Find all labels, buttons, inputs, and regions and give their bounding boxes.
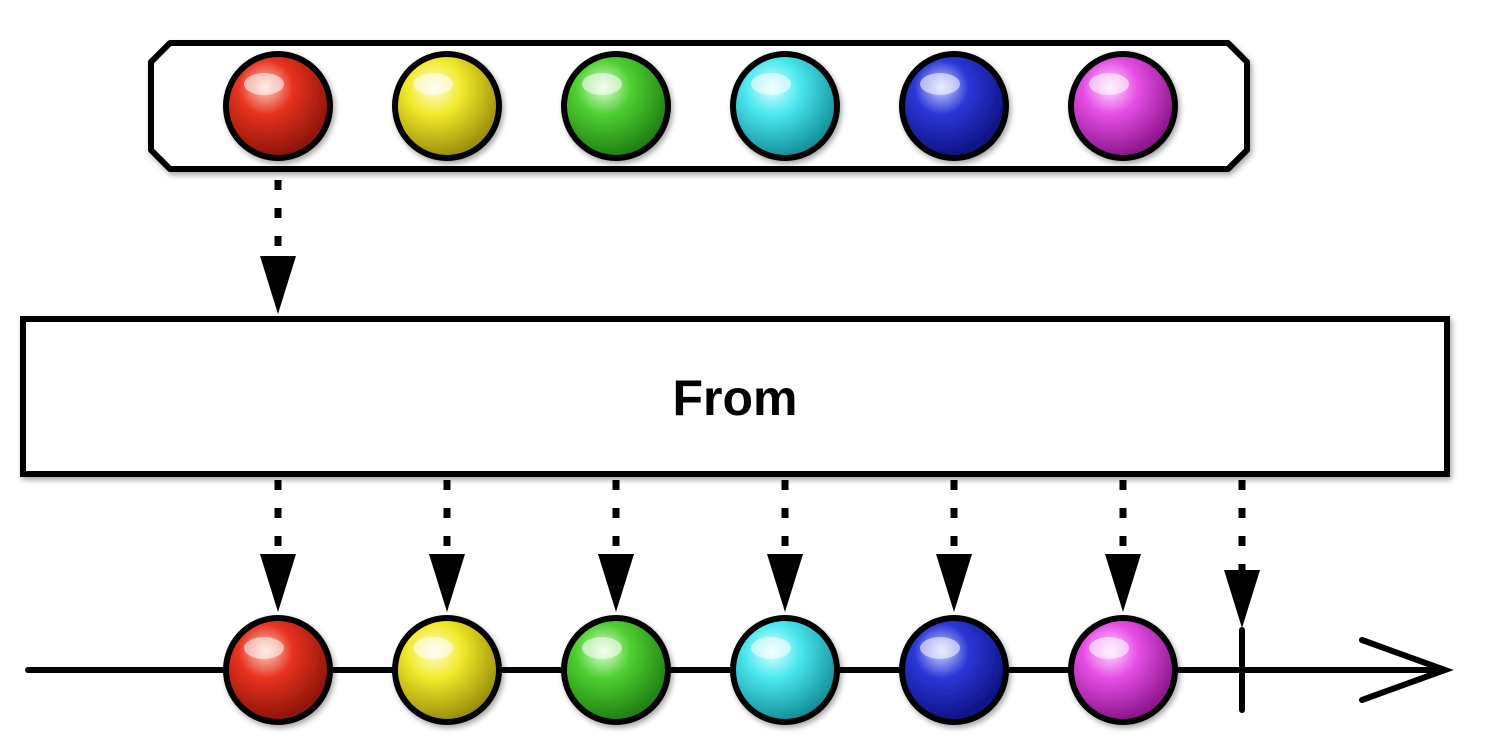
input-item-magenta-highlight (1089, 73, 1129, 95)
output-item-blue (899, 615, 1009, 725)
input-emission-arrow (260, 180, 296, 314)
output-arrow-yellow (429, 480, 465, 612)
output-item-yellow-body (392, 615, 502, 725)
input-item-red-body (223, 51, 333, 161)
input-item-cyan-highlight (751, 73, 791, 95)
output-arrow-cyan (767, 480, 803, 612)
output-item-yellow-highlight (413, 637, 453, 659)
output-item-cyan-highlight (751, 637, 791, 659)
output-arrow-red (260, 480, 296, 612)
output-item-magenta (1068, 615, 1178, 725)
input-item-magenta-body (1068, 51, 1178, 161)
output-arrow-red-arrowhead (260, 554, 296, 612)
input-item-blue-body (899, 51, 1009, 161)
input-item-green (561, 51, 671, 161)
input-item-green-body (561, 51, 671, 161)
output-item-red-highlight (244, 637, 284, 659)
output-arrow-yellow-arrowhead (429, 554, 465, 612)
output-item-cyan-body (730, 615, 840, 725)
output-item-green (561, 615, 671, 725)
completion-arrow (1224, 480, 1260, 628)
output-item-magenta-body (1068, 615, 1178, 725)
input-item-cyan (730, 51, 840, 161)
output-item-red-body (223, 615, 333, 725)
output-item-green-highlight (582, 637, 622, 659)
input-arrow (260, 180, 296, 314)
output-item-green-body (561, 615, 671, 725)
output-arrow-cyan-arrowhead (767, 554, 803, 612)
operator-box (20, 316, 1450, 477)
output-arrow-magenta (1105, 480, 1141, 612)
output-item-blue-body (899, 615, 1009, 725)
input-arrow-arrowhead (260, 256, 296, 314)
operator-label: From (673, 370, 798, 426)
output-arrow-blue-arrowhead (936, 554, 972, 612)
output-arrow-blue (936, 480, 972, 612)
input-item-red-highlight (244, 73, 284, 95)
timeline-arrowhead (1359, 637, 1454, 703)
input-item-yellow-highlight (413, 73, 453, 95)
input-item-red (223, 51, 333, 161)
input-item-blue-highlight (920, 73, 960, 95)
output-arrow-green (598, 480, 634, 612)
completion-arrow-arrowhead (1224, 570, 1260, 628)
output-item-red (223, 615, 333, 725)
input-item-magenta (1068, 51, 1178, 161)
output-emission-arrows (260, 480, 1260, 628)
output-timeline-items (223, 615, 1178, 725)
output-item-cyan (730, 615, 840, 725)
output-arrow-magenta-arrowhead (1105, 554, 1141, 612)
input-item-cyan-body (730, 51, 840, 161)
output-arrow-green-arrowhead (598, 554, 634, 612)
output-item-yellow (392, 615, 502, 725)
input-item-blue (899, 51, 1009, 161)
output-item-magenta-highlight (1089, 637, 1129, 659)
input-collection-items (223, 51, 1178, 161)
input-item-green-highlight (582, 73, 622, 95)
input-item-yellow (392, 51, 502, 161)
input-item-yellow-body (392, 51, 502, 161)
output-item-blue-highlight (920, 637, 960, 659)
